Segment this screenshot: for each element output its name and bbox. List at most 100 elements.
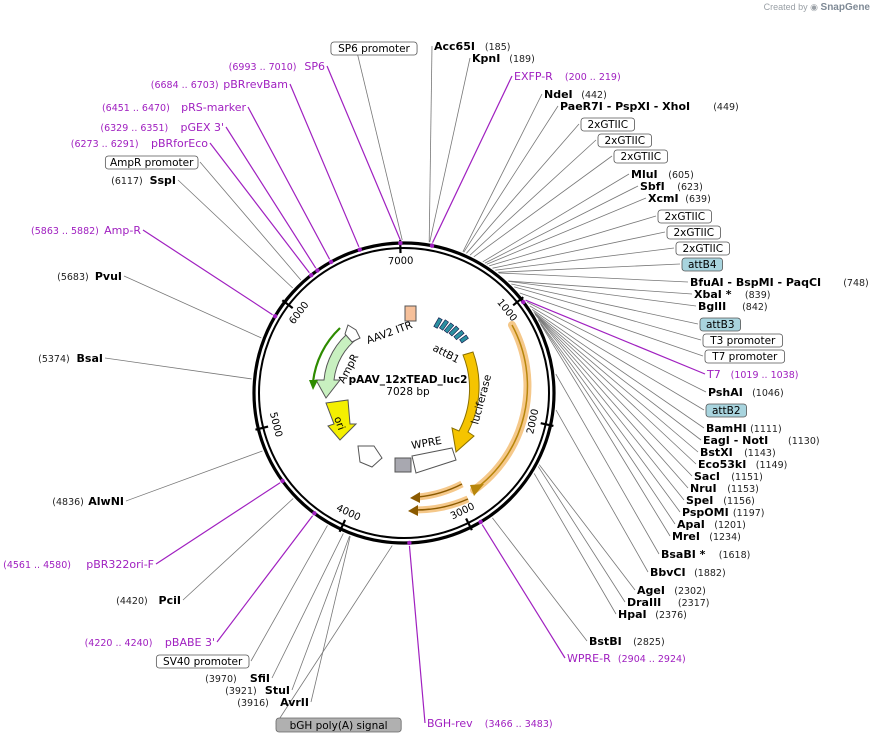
feature-layer: AAV2 ITR attB1 luciferase WPRE AmpR ori … — [309, 305, 532, 516]
label-primer-60[interactable]: pBRrevBam(6684 .. 6703) — [151, 78, 288, 91]
label-boxed-8[interactable]: 2xGTIIC — [613, 149, 668, 164]
enzyme-position: (3916) — [237, 698, 269, 709]
label-boxed-14[interactable]: 2xGTIIC — [675, 241, 730, 256]
label-enzyme-32[interactable]: PspOMI(1197) — [682, 506, 765, 519]
label-att-15[interactable]: attB4 — [681, 257, 723, 272]
credit-brand: SnapGene — [820, 2, 870, 13]
label-enzyme-2[interactable]: KpnI(189) — [472, 52, 535, 65]
label-enzyme-39[interactable]: HpaI(2376) — [618, 608, 687, 621]
label-enzyme-31[interactable]: SpeI(1156) — [686, 494, 755, 507]
label-enzyme-28[interactable]: Eco53kI(1149) — [698, 458, 787, 471]
label-enzyme-49[interactable]: PciI(4420) — [116, 594, 181, 607]
enzyme-name: PvuI — [95, 270, 122, 283]
enzyme-name: BfuAI - BspMI - PaqCI — [690, 276, 821, 289]
label-boxed-56[interactable]: AmpR promoter — [104, 155, 199, 170]
primer-name: BGH-rev — [427, 717, 473, 730]
enzyme-position: (623) — [677, 182, 703, 193]
label-box — [681, 257, 723, 272]
label-att-24[interactable]: attB2 — [705, 403, 747, 418]
label-primer-54[interactable]: Amp-R(5863 .. 5882) — [31, 224, 141, 237]
label-primer-58[interactable]: pGEX 3'(6329 .. 6351) — [100, 121, 224, 134]
primer-name: Amp-R — [104, 224, 141, 237]
label-boxed-20[interactable]: T3 promoter — [702, 333, 784, 348]
label-primer-41[interactable]: WPRE-R(2904 .. 2924) — [567, 652, 686, 665]
orf-arc-1-line — [417, 483, 463, 498]
label-enzyme-46[interactable]: SfiI(3970) — [205, 672, 270, 685]
label-enzyme-30[interactable]: NruI(1153) — [690, 482, 759, 495]
label-enzyme-33[interactable]: ApaI(1201) — [677, 518, 746, 531]
leader-line-3 — [432, 75, 513, 243]
enzyme-position: (5683) — [57, 272, 89, 283]
label-primer-59[interactable]: pRS-marker (6451 .. 6470) — [102, 101, 247, 114]
att-site-mark — [459, 334, 469, 344]
label-primer-22[interactable]: T7(1019 .. 1038) — [706, 368, 798, 381]
label-enzyme-44[interactable]: AvrII(3916) — [237, 696, 309, 709]
label-primer-57[interactable]: pBRforEco(6273 .. 6291) — [71, 137, 209, 150]
label-enzyme-51[interactable]: AlwNI(4836) — [52, 495, 124, 508]
enzyme-position: (842) — [742, 302, 768, 313]
label-enzyme-1[interactable]: Acc65I(185) — [434, 40, 510, 53]
label-enzyme-5[interactable]: PaeR7I - PspXI - XhoI(449) — [560, 100, 739, 113]
ampr-highlight-arrowhead — [309, 380, 318, 390]
label-boxed-47[interactable]: SV40 promoter — [155, 654, 250, 669]
enzyme-name: PspOMI — [682, 506, 729, 519]
label-att-19[interactable]: attB3 — [699, 317, 741, 332]
label-boxed-7[interactable]: 2xGTIIC — [597, 133, 652, 148]
label-enzyme-27[interactable]: BstXI(1143) — [700, 446, 776, 459]
enzyme-position: (2302) — [674, 586, 706, 597]
primer-position: (4561 .. 4580) — [3, 560, 71, 571]
label-enzyme-4[interactable]: NdeI(442) — [544, 88, 607, 101]
primer-position: (6451 .. 6470) — [102, 103, 170, 114]
leader-line-52 — [104, 357, 252, 380]
label-box — [657, 209, 712, 224]
primer-name: pRS-marker — [181, 101, 246, 114]
label-primer-50[interactable]: pBR322ori-F (4561 .. 4580) — [3, 558, 154, 571]
enzyme-name: ApaI — [677, 518, 705, 531]
label-boxed-12[interactable]: 2xGTIIC — [657, 209, 712, 224]
primer-position: (2904 .. 2924) — [618, 654, 686, 665]
label-enzyme-45[interactable]: StuI(3921) — [225, 684, 290, 697]
label-box — [666, 225, 721, 240]
label-enzyme-29[interactable]: SacI(1151) — [694, 470, 763, 483]
wpre-feature — [411, 447, 457, 474]
label-enzyme-34[interactable]: MreI(1234) — [672, 530, 741, 543]
label-primer-48[interactable]: pBABE 3'(4220 .. 4240) — [85, 636, 215, 649]
label-enzyme-25[interactable]: BamHI(1111) — [706, 422, 782, 435]
primer-name: EXFP-R — [514, 70, 553, 83]
label-enzyme-52[interactable]: BsaI(5374) — [38, 352, 103, 365]
leader-line-50 — [155, 482, 281, 565]
label-boxed-6[interactable]: 2xGTIIC — [580, 117, 635, 132]
label-primer-42[interactable]: BGH-rev(3466 .. 3483) — [427, 717, 553, 730]
label-primer-61[interactable]: SP6(6993 .. 7010) — [229, 60, 325, 73]
orf-arc-1-arrowhead — [410, 492, 420, 503]
label-enzyme-53[interactable]: PvuI (5683) — [57, 270, 122, 283]
primer-name: pBR322ori-F — [86, 558, 154, 571]
label-enzyme-40[interactable]: BstBI(2825) — [589, 635, 665, 648]
label-enzyme-35[interactable]: BsaBI *(1618) — [661, 548, 750, 561]
enzyme-position: (1151) — [731, 472, 763, 483]
label-boxed-0[interactable]: SP6 promoter — [330, 41, 418, 56]
label-enzyme-55[interactable]: SspI(6117) — [111, 174, 176, 187]
label-enzyme-37[interactable]: AgeI(2302) — [637, 584, 706, 597]
label-boxed-grey-43[interactable]: bGH poly(A) signal — [275, 717, 402, 733]
label-enzyme-9[interactable]: MluI(605) — [631, 168, 694, 181]
label-enzyme-16[interactable]: BfuAI - BspMI - PaqCI(748) — [690, 276, 869, 289]
label-enzyme-10[interactable]: SbfI(623) — [640, 180, 703, 193]
label-enzyme-23[interactable]: PshAI(1046) — [708, 386, 784, 399]
label-boxed-21[interactable]: T7 promoter — [704, 349, 786, 364]
label-enzyme-36[interactable]: BbvCI(1882) — [650, 566, 726, 579]
label-enzyme-18[interactable]: BglII(842) — [698, 300, 768, 313]
label-box — [104, 155, 199, 170]
label-primer-3[interactable]: EXFP-R(200 .. 219) — [514, 70, 621, 83]
enzyme-position: (4836) — [52, 497, 84, 508]
leader-line-38 — [537, 466, 626, 603]
label-enzyme-38[interactable]: DraIII(2317) — [627, 596, 710, 609]
label-enzyme-26[interactable]: EagI - NotI(1130) — [703, 434, 820, 447]
label-enzyme-17[interactable]: XbaI *(839) — [694, 288, 770, 301]
leader-line-59 — [247, 106, 331, 260]
label-enzyme-11[interactable]: XcmI(639) — [648, 192, 711, 205]
leader-line-34 — [540, 323, 671, 537]
label-boxed-13[interactable]: 2xGTIIC — [666, 225, 721, 240]
enzyme-position: (1156) — [723, 496, 755, 507]
